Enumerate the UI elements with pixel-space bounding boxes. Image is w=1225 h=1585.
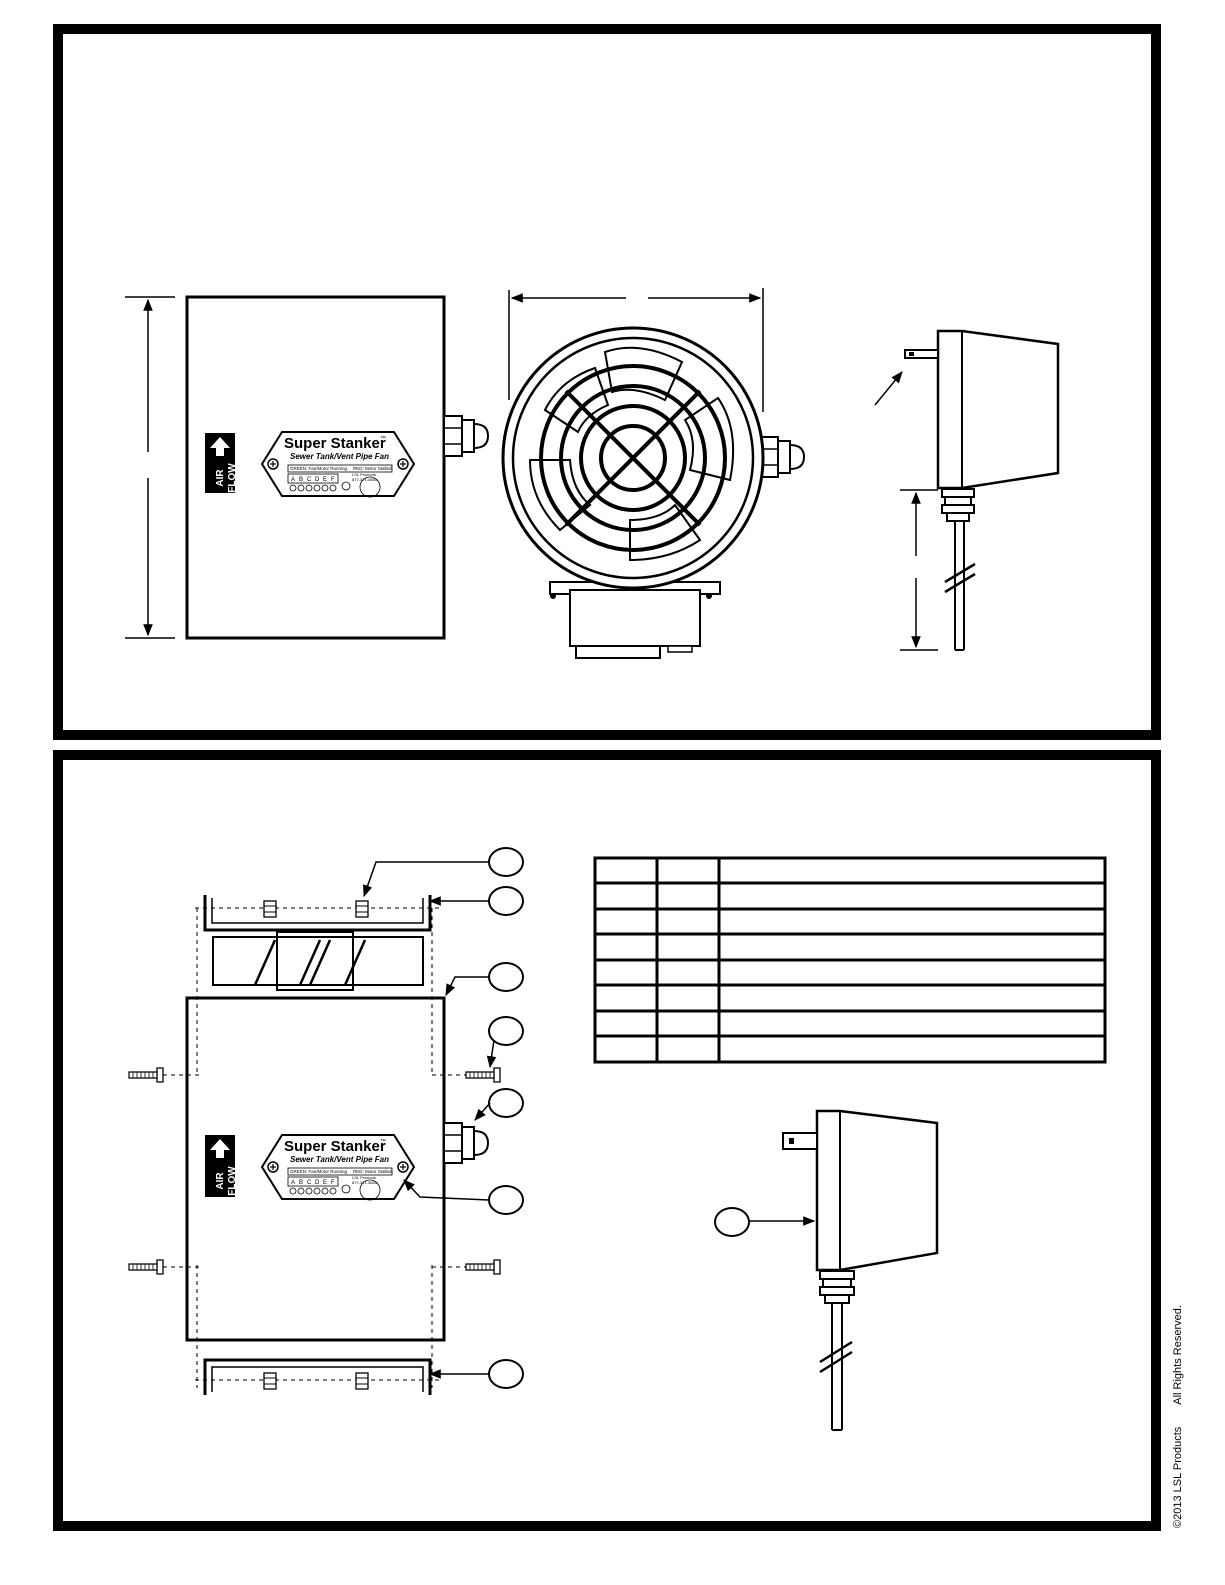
airflow-label-bottom: AIR FLOW (215, 1166, 238, 1196)
svg-text:A: A (291, 477, 295, 483)
svg-text:AIR: AIR (215, 469, 226, 487)
copyright-notice: ©2013 LSL Products All Rights Reserved. (1172, 1278, 1188, 1528)
svg-text:FLOW: FLOW (227, 463, 238, 493)
svg-text:877-371-4665: 877-371-4665 (352, 1180, 378, 1185)
svg-text:LSL Products: LSL Products (352, 1175, 376, 1180)
diagram-panel-dimensions (53, 24, 1161, 740)
product-label-top: Super Stanker ™ Sewer Tank/Vent Pipe Fan… (284, 435, 392, 483)
svg-text:GREEN: Fan/Motor Running: GREEN: Fan/Motor Running (290, 466, 348, 471)
svg-text:F: F (331, 1180, 335, 1186)
svg-text:AIR: AIR (215, 1172, 226, 1190)
svg-text:Sewer Tank/Vent Pipe Fan: Sewer Tank/Vent Pipe Fan (290, 1155, 389, 1164)
diagram-panel-exploded-view (53, 750, 1161, 1531)
fan-face-view (501, 288, 805, 659)
svg-text:RED: Motor Stalled: RED: Motor Stalled (353, 1169, 392, 1174)
svg-text:RED: Motor Stalled: RED: Motor Stalled (353, 466, 392, 471)
svg-text:A: A (291, 1180, 295, 1186)
svg-text:GREEN: Fan/Motor Running: GREEN: Fan/Motor Running (290, 1169, 348, 1174)
svg-text:Super Stanker: Super Stanker (284, 1138, 386, 1155)
svg-text:C: C (307, 1180, 312, 1186)
svg-text:D: D (315, 1180, 320, 1186)
svg-text:C: C (307, 477, 312, 483)
svg-text:™: ™ (380, 1138, 386, 1145)
svg-text:D: D (315, 477, 320, 483)
svg-text:B: B (299, 1180, 303, 1186)
power-adapter-side (874, 329, 1060, 651)
svg-text:E: E (323, 1180, 327, 1186)
svg-text:B: B (299, 477, 303, 483)
svg-text:877-371-4665: 877-371-4665 (352, 477, 378, 482)
parts-table (593, 856, 1107, 1064)
svg-text:E: E (323, 477, 327, 483)
power-adapter-detail (714, 1109, 939, 1431)
svg-text:LSL Products: LSL Products (352, 472, 376, 477)
exploded-view (128, 847, 1107, 1431)
front-view (125, 295, 489, 640)
svg-text:F: F (331, 477, 335, 483)
copyright-company: ©2013 LSL Products (1172, 1426, 1184, 1528)
airflow-label-top: AIR FLOW (215, 463, 238, 493)
svg-text:™: ™ (380, 435, 386, 442)
svg-text:FLOW: FLOW (227, 1166, 238, 1196)
product-label-bottom: Super Stanker ™ Sewer Tank/Vent Pipe Fan… (284, 1138, 392, 1186)
svg-text:Sewer Tank/Vent Pipe Fan: Sewer Tank/Vent Pipe Fan (290, 452, 389, 461)
svg-text:Super Stanker: Super Stanker (284, 435, 386, 452)
copyright-rights: All Rights Reserved. (1172, 1305, 1184, 1405)
